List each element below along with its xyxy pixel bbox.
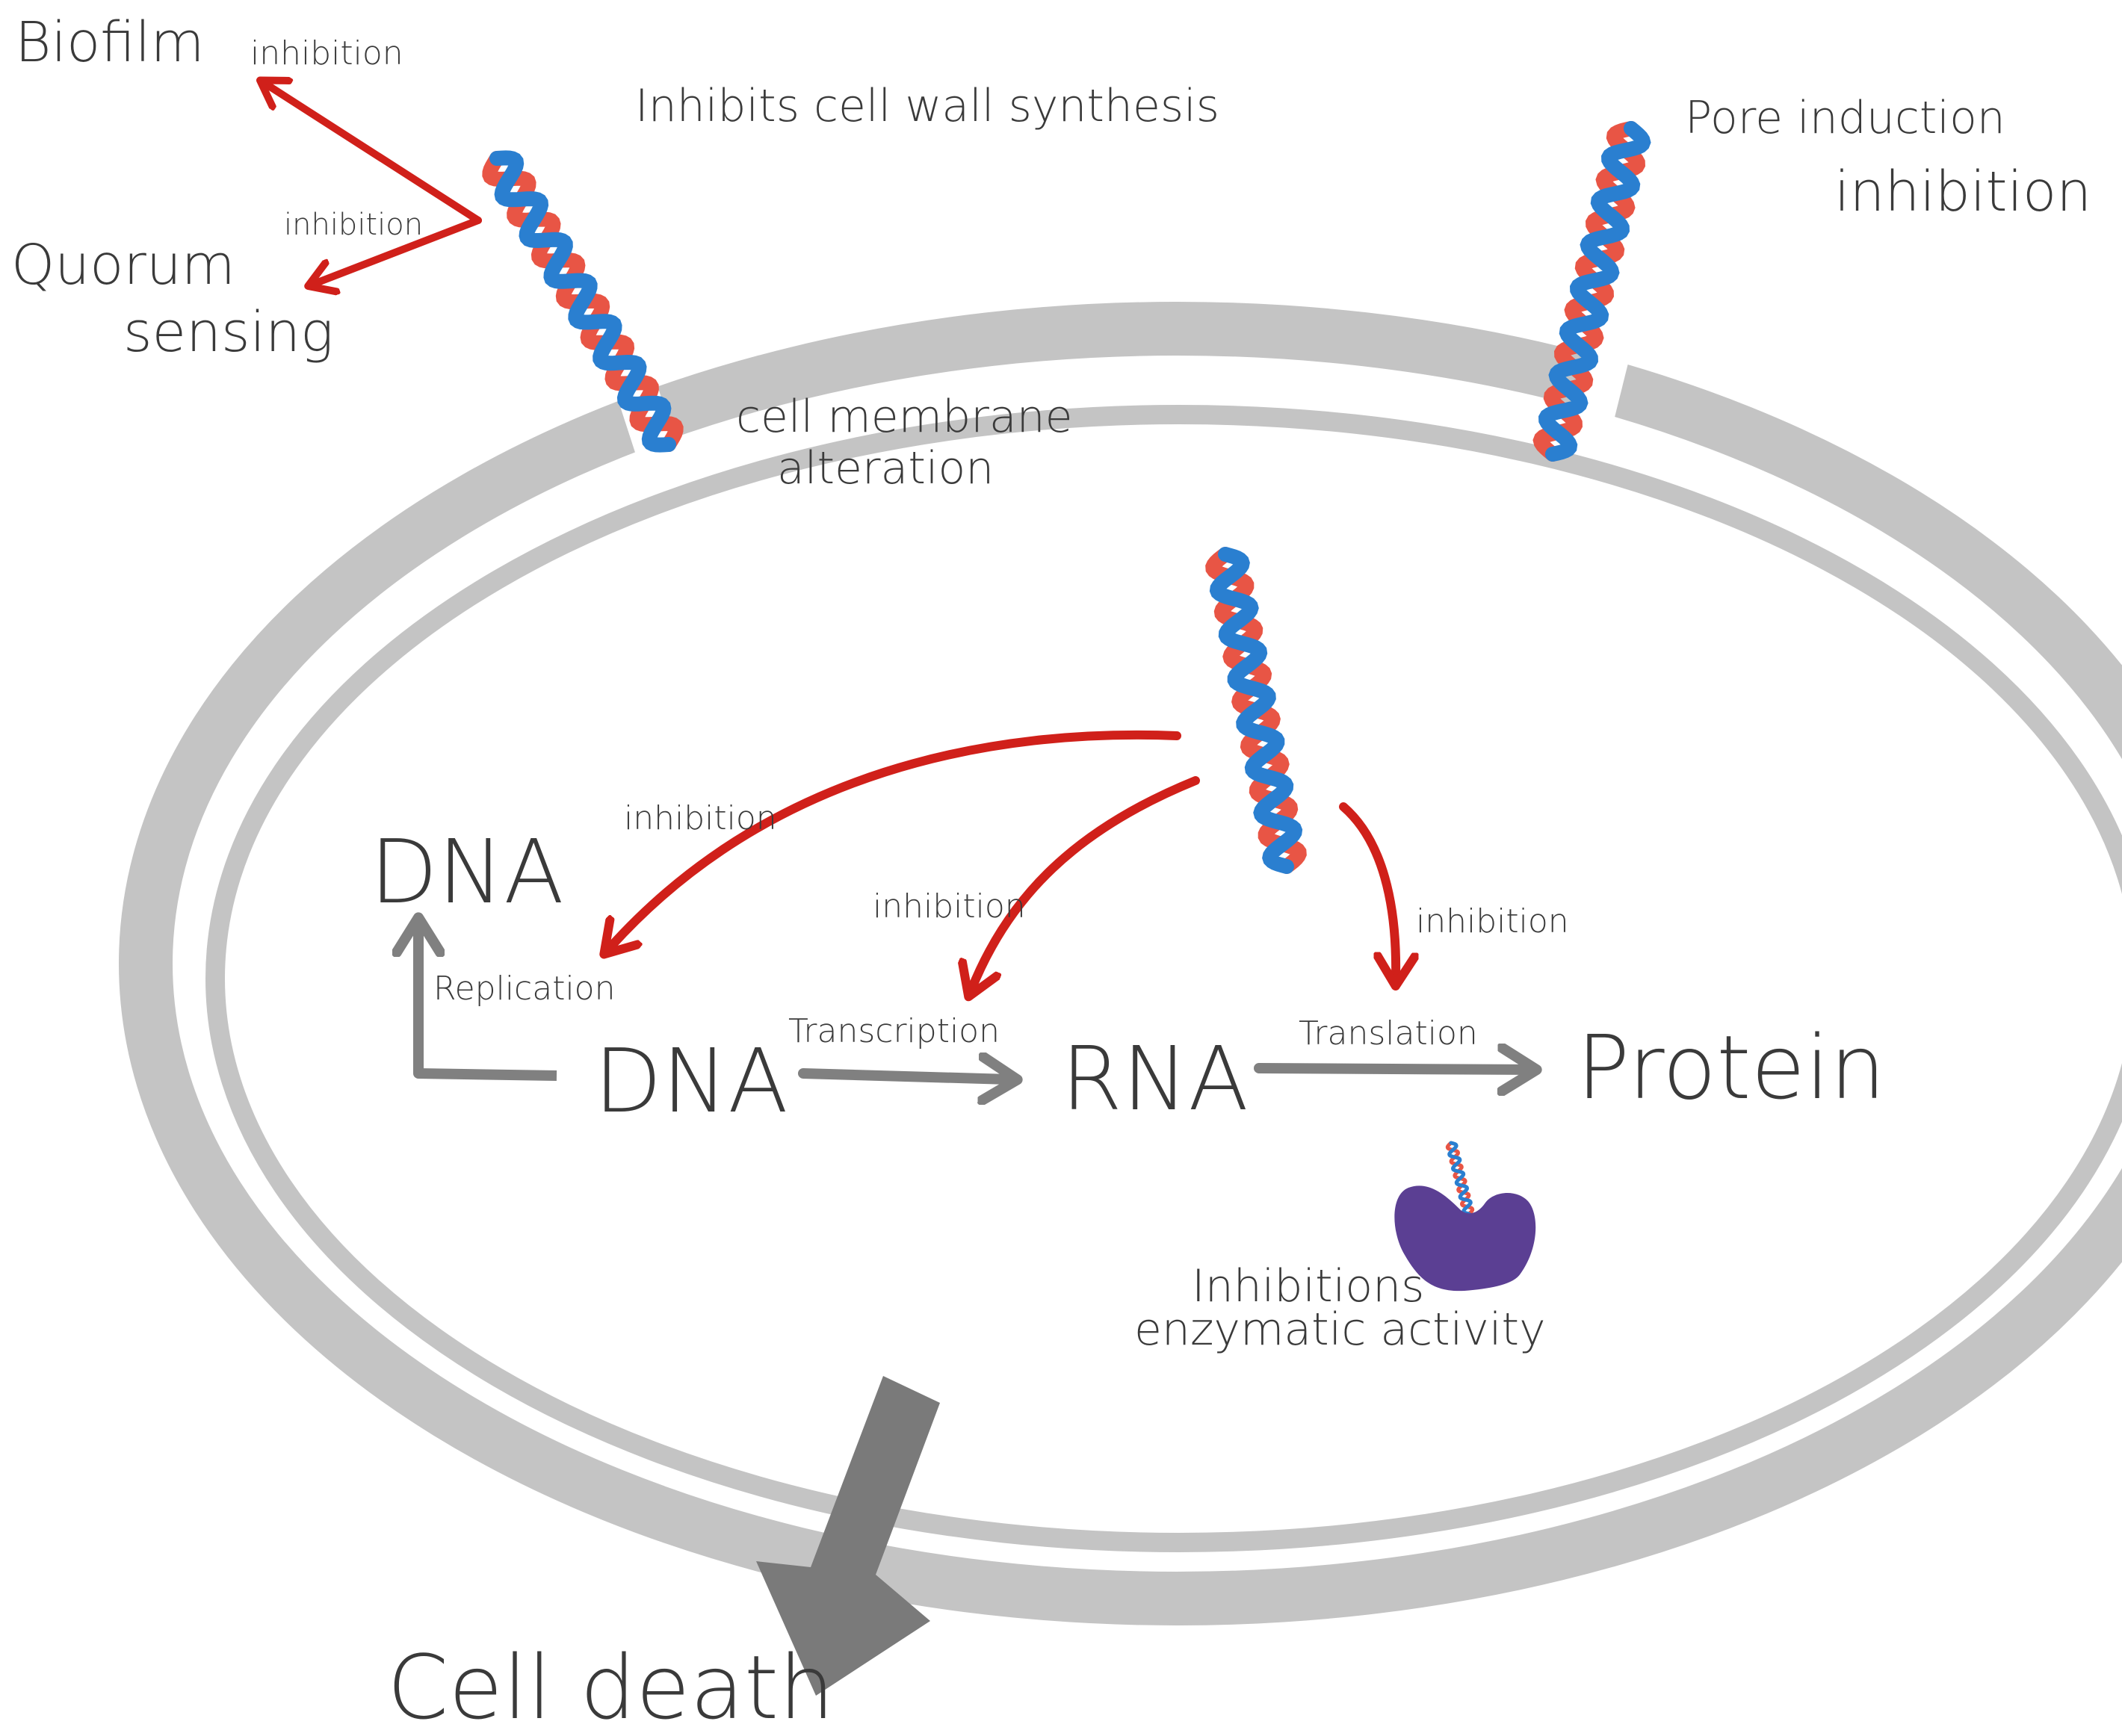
pore-inhibition-label: inhibition bbox=[1834, 160, 2091, 224]
translation-inhibition-arrow bbox=[1339, 802, 1396, 979]
replication-inhibition-label: inhibition bbox=[624, 799, 777, 837]
cell-death-label: Cell death bbox=[387, 1636, 835, 1736]
biofilm-inhibition-label: inhibition bbox=[250, 34, 403, 72]
rna-label: RNA bbox=[1061, 1027, 1249, 1130]
pore-induction-label: Pore induction bbox=[1685, 92, 2005, 144]
quorum-sensing-label-line2: sensing bbox=[123, 300, 333, 365]
membrane-alteration-label-line2: alteration bbox=[777, 442, 994, 495]
transcription-arrow bbox=[798, 1073, 1009, 1079]
membrane-gap-right bbox=[1563, 311, 1639, 459]
cell-envelope bbox=[119, 302, 2122, 1625]
biofilm-inhibition-arrow bbox=[265, 84, 482, 224]
replication-label: Replication bbox=[433, 970, 615, 1008]
peptide-right bbox=[1532, 121, 1651, 462]
enzymatic-activity-label-line1: Inhibitions bbox=[1192, 1260, 1424, 1312]
outer-membrane bbox=[119, 302, 2122, 1625]
peptide-center-strand-blue bbox=[1209, 547, 1303, 874]
protein-label: Protein bbox=[1577, 1016, 1886, 1119]
peptide-enzyme-strand-blue bbox=[1447, 1141, 1473, 1216]
dna-middle-label: DNA bbox=[594, 1029, 788, 1132]
biofilm-label: Biofilm bbox=[15, 10, 205, 75]
membrane-alteration-label-line1: cell membrane bbox=[736, 391, 1073, 443]
inner-membrane bbox=[205, 405, 2122, 1552]
quorum-inhibition-arrow bbox=[314, 217, 482, 284]
translation-inhibition-label: inhibition bbox=[1416, 902, 1569, 940]
peptide-right-strand-red bbox=[1532, 121, 1645, 462]
quorum-inhibition-label: inhibition bbox=[284, 208, 423, 242]
peptide-enzyme bbox=[1445, 1141, 1475, 1216]
replication-inhibition-arrow bbox=[609, 730, 1181, 949]
transcription-label: Transcription bbox=[788, 1012, 1000, 1050]
enzymatic-activity-label-line2: enzymatic activity bbox=[1134, 1303, 1546, 1356]
peptide-left-strand-blue bbox=[489, 150, 676, 453]
peptide-right-strand-blue bbox=[1538, 121, 1651, 462]
transcription-inhibition-label: inhibition bbox=[873, 887, 1026, 926]
transcription-inhibition-arrow bbox=[971, 776, 1200, 990]
dna-top-label: DNA bbox=[370, 820, 564, 923]
replication-arrow bbox=[418, 926, 557, 1081]
cell-wall-synthesis-label: Inhibits cell wall synthesis bbox=[635, 80, 1219, 132]
peptide-center bbox=[1205, 547, 1307, 874]
peptide-left bbox=[482, 150, 684, 453]
enzyme-shape bbox=[1394, 1185, 1536, 1292]
quorum-sensing-label-line1: Quorum bbox=[11, 233, 235, 297]
translation-arrow bbox=[1254, 1068, 1528, 1070]
cell-death-arrow bbox=[756, 1376, 940, 1696]
translation-label: Translation bbox=[1299, 1014, 1478, 1053]
